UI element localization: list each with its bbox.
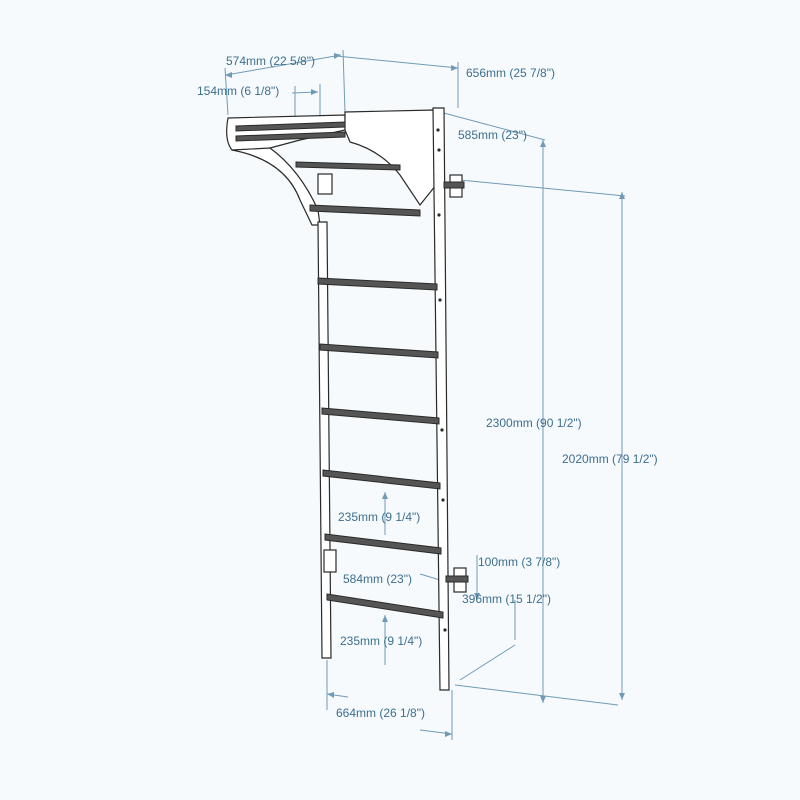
arrow: [225, 72, 232, 78]
support-arm: [231, 147, 321, 226]
rung-6: [326, 593, 444, 619]
arrow: [334, 53, 341, 59]
dim-line-total-depth: [335, 55, 459, 69]
label-bar-offset: 154mm (6 1/8"): [197, 84, 280, 98]
arrow: [474, 593, 480, 600]
dim-extension-bottom-mount: [459, 644, 516, 681]
arrow: [311, 89, 318, 95]
dim-extension-mount-top: [459, 179, 626, 197]
arrow: [445, 731, 452, 737]
rear-bracket-bottom: [323, 549, 337, 573]
wall-bolt-top: [443, 181, 465, 189]
dim-extension-top-width: [439, 111, 546, 141]
dim-extension-base: [454, 684, 619, 706]
rung-2: [319, 343, 439, 359]
arrow: [619, 192, 625, 199]
pullup-bar-1: [235, 121, 346, 132]
top-rung-2: [309, 204, 421, 217]
arrow: [451, 65, 458, 71]
label-mount-height: 2020mm (79 1/2"): [562, 452, 658, 466]
upright-left: [317, 221, 332, 659]
top-rung-1: [295, 161, 401, 171]
upright-right: [432, 107, 450, 691]
rung-5: [324, 533, 442, 555]
label-rung-spacing-upper: 235mm (9 1/4"): [338, 510, 421, 524]
pullup-bracket-right: [344, 109, 441, 207]
hole: [441, 498, 445, 502]
dim-extension-top-left: [224, 67, 229, 116]
hole: [437, 148, 441, 152]
label-rung-width: 584mm (23"): [343, 572, 412, 586]
hole: [438, 298, 442, 302]
rung-4: [322, 469, 441, 490]
pullup-bar-2: [235, 131, 346, 142]
arrow: [382, 615, 388, 622]
dim-extension-top-mid: [342, 49, 346, 113]
dim-line-rung-width: [419, 573, 441, 581]
hole: [437, 213, 441, 217]
label-bracket-offset: 100mm (3 7/8"): [478, 555, 561, 569]
wall-bolt-bottom: [445, 575, 469, 583]
hole: [443, 628, 447, 632]
label-total-height: 2300mm (90 1/2"): [486, 416, 582, 430]
dim-line-top-depth: [225, 54, 342, 76]
arrow: [382, 492, 388, 499]
arrow: [540, 696, 546, 703]
label-top-depth: 574mm (22 5/8"): [226, 54, 315, 68]
rung-1: [317, 277, 438, 291]
arrow: [540, 140, 546, 147]
hole: [436, 128, 440, 132]
dimension-lines: [224, 49, 626, 740]
label-top-width: 585mm (23"): [458, 128, 527, 142]
label-bottom-mount: 396mm (15 1/2"): [462, 592, 551, 606]
arrow: [327, 692, 334, 698]
arrow: [619, 693, 625, 700]
wall-bars: [226, 107, 469, 691]
label-total-depth: 656mm (25 7/8"): [466, 66, 555, 80]
rear-bracket-top: [317, 173, 333, 195]
hole: [440, 428, 444, 432]
label-base-width: 664mm (26 1/8"): [336, 706, 425, 720]
rung-3: [321, 407, 440, 425]
label-rung-spacing-lower: 235mm (9 1/4"): [340, 634, 423, 648]
